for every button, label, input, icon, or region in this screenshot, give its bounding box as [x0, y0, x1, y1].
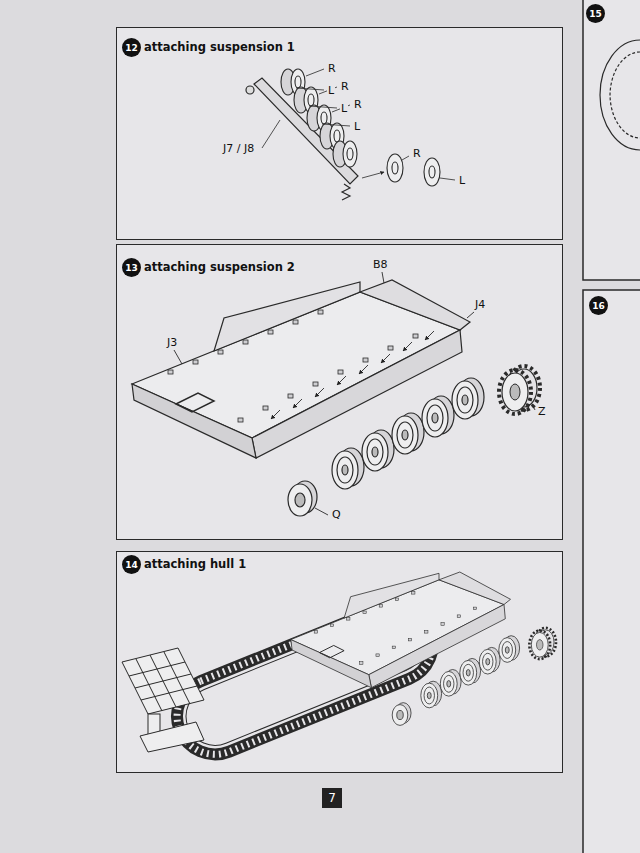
track-link-drawing	[135, 674, 191, 688]
track-link-drawing	[122, 648, 204, 752]
step-number: 13	[125, 263, 138, 273]
leader-line	[402, 156, 409, 160]
part-label: J7 / J8	[222, 142, 255, 155]
step-number: 14	[122, 555, 141, 574]
assembly-arrow	[174, 350, 182, 364]
road-wheel-drawing	[347, 148, 353, 160]
step-number: 13	[122, 258, 141, 277]
step-title: attaching hull 1	[144, 557, 246, 571]
part-label: R	[353, 98, 363, 111]
part-label: L	[327, 84, 335, 97]
leader-line	[296, 88, 324, 90]
step-number: 16	[589, 296, 608, 315]
step-title: attaching suspension 2	[144, 260, 295, 274]
step-panel: attaching hull 1 14	[116, 551, 563, 773]
road-wheel-drawing	[392, 162, 398, 174]
assembly-arrow	[532, 404, 535, 410]
suspension-arm-drawing	[246, 86, 254, 94]
part-label: Z	[537, 405, 547, 418]
leader-line	[309, 106, 337, 108]
leader-line	[322, 124, 350, 126]
panel-ground	[583, 290, 640, 853]
assembly-arrow	[315, 508, 328, 515]
part-label: B8	[372, 258, 389, 271]
part-label: J3	[166, 336, 178, 349]
step-number: 14	[125, 560, 138, 570]
panel-ground	[116, 244, 563, 540]
track-link-drawing	[140, 722, 204, 752]
step-number: 15	[586, 4, 605, 23]
step-number: 12	[125, 43, 138, 53]
part-label: Q	[331, 508, 342, 521]
suspension-arm-drawing	[246, 78, 358, 200]
assembly-arrow	[359, 365, 368, 374]
road-wheel-drawing	[295, 76, 301, 88]
assembly-arrow	[271, 410, 280, 419]
partial-wheel-drawing	[600, 40, 640, 150]
assembly-arrow	[315, 388, 324, 397]
assembly-arrow	[293, 399, 302, 408]
panel-ground	[116, 27, 563, 240]
step-number: 12	[122, 38, 141, 57]
suspension-arm-drawing	[254, 78, 358, 184]
leader-line	[362, 172, 384, 178]
assembly-arrow	[382, 272, 384, 283]
panel-ground	[583, 0, 640, 280]
assembly-arrow	[337, 376, 346, 385]
track-link-drawing	[122, 648, 204, 714]
road-wheel-drawing	[429, 166, 435, 178]
panel-ground	[116, 0, 640, 853]
part-label: R	[340, 80, 350, 93]
road-wheel-drawing	[321, 112, 327, 124]
road-wheel-drawing	[334, 130, 340, 142]
road-wheel-drawing	[343, 141, 357, 167]
assembly-arrow	[381, 354, 390, 363]
assembly-arrow	[174, 272, 535, 515]
part-label: R	[327, 62, 337, 75]
panel-ground	[116, 551, 563, 773]
step-panel: attaching suspension 1 12	[116, 27, 563, 240]
leader-line	[306, 69, 324, 76]
track-link-drawing	[129, 662, 185, 676]
road-wheel-drawing	[308, 94, 314, 106]
road-wheel-drawing	[424, 158, 440, 186]
step-number: 15	[589, 9, 602, 19]
leader-line	[262, 120, 280, 148]
step-title: attaching suspension 1	[144, 40, 295, 54]
road-wheel-drawing	[387, 154, 403, 182]
assembly-arrow	[403, 342, 412, 351]
part-label: J4	[474, 298, 486, 311]
hull-drawing	[291, 572, 556, 725]
assembly-arrow	[467, 312, 474, 318]
step-number: 16	[592, 301, 605, 311]
partial-wheel-drawing	[600, 40, 640, 150]
part-label: R	[412, 147, 422, 160]
leader-line	[440, 178, 455, 180]
page-number: 7	[328, 791, 336, 805]
hull-drawing	[132, 280, 540, 516]
step-panel: attaching suspension 2 13	[116, 244, 563, 540]
part-label: L	[458, 174, 466, 187]
assembly-arrow	[425, 331, 434, 340]
leader-line	[262, 69, 455, 180]
part-label: L	[340, 102, 348, 115]
partial-wheel-drawing	[610, 52, 640, 138]
suspension-arm-drawing	[342, 184, 350, 200]
road-wheel-drawing	[281, 69, 440, 186]
part-label: L	[353, 120, 361, 133]
track-link-drawing	[141, 686, 197, 700]
page-number: 7	[322, 788, 342, 808]
